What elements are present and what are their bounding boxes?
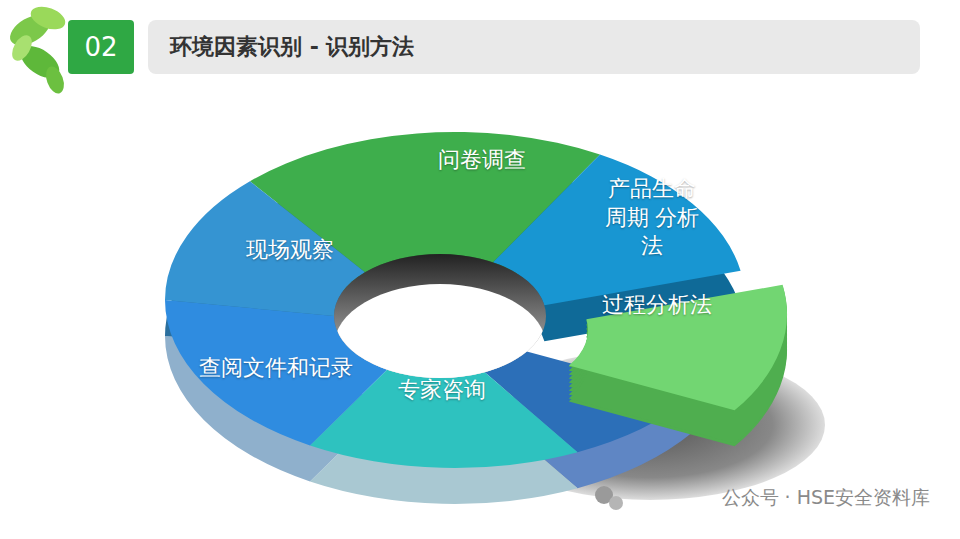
slide-title: 环境因素识别 - 识别方法 <box>170 32 414 62</box>
ring-segment-label: 产品生命周期 分析法 <box>599 175 705 261</box>
wechat-icon <box>595 486 623 510</box>
method-name: 查阅文件和记录 <box>199 354 353 383</box>
ring-segment-label: 问卷调查 <box>438 146 526 175</box>
ring-hole-floor <box>334 284 546 408</box>
ring-segment-label: 查阅文件和记录 <box>199 354 353 383</box>
method-name: 过程分析法 <box>602 291 712 320</box>
section-number: 02 <box>84 32 117 62</box>
popped-segment <box>569 285 787 447</box>
method-name: 专家咨询 <box>398 376 486 405</box>
leaf-decoration <box>5 2 68 95</box>
ring-segment-label: 专家咨询 <box>398 376 486 405</box>
method-name: 问卷调查 <box>438 146 526 175</box>
watermark-text: 公众号 · HSE安全资料库 <box>722 485 930 511</box>
ring-segment <box>569 285 787 411</box>
method-name: 现场观察 <box>246 236 334 265</box>
ring-segment <box>493 155 741 306</box>
method-name: 产品生命周期 分析法 <box>599 175 705 261</box>
section-badge: 02 <box>68 20 134 74</box>
ring-segment-label: 过程分析法 <box>602 291 712 320</box>
title-bar: 环境因素识别 - 识别方法 <box>148 20 920 74</box>
ring-segment <box>165 181 365 316</box>
watermark: 公众号 · HSE安全资料库 <box>722 485 930 511</box>
ring-segment-label: 现场观察 <box>246 236 334 265</box>
